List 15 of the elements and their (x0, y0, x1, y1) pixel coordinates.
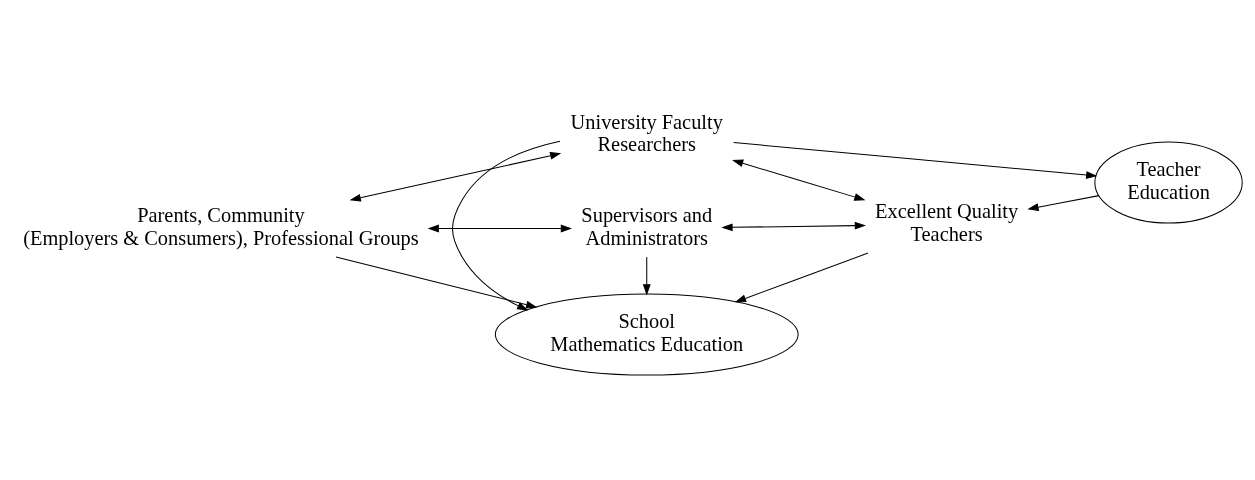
arrow (349, 151, 562, 202)
arrow (1027, 194, 1100, 211)
arrow (733, 141, 1098, 179)
node-text: Supervisors and Administrators (581, 203, 713, 249)
arrow (734, 252, 869, 302)
node-ellipse: Teacher Education (1094, 141, 1243, 224)
node-text: Parents, Community (Employers & Consumers), Professional Groups (23, 203, 419, 249)
arrow (452, 140, 561, 310)
arrow (427, 224, 572, 232)
arrow (642, 256, 651, 295)
node-text: Excellent Quality Teachers (875, 199, 1019, 245)
arrow (335, 256, 538, 308)
arrow (721, 221, 866, 231)
node-text: University Faculty Researchers (570, 110, 723, 155)
arrow (732, 159, 866, 201)
